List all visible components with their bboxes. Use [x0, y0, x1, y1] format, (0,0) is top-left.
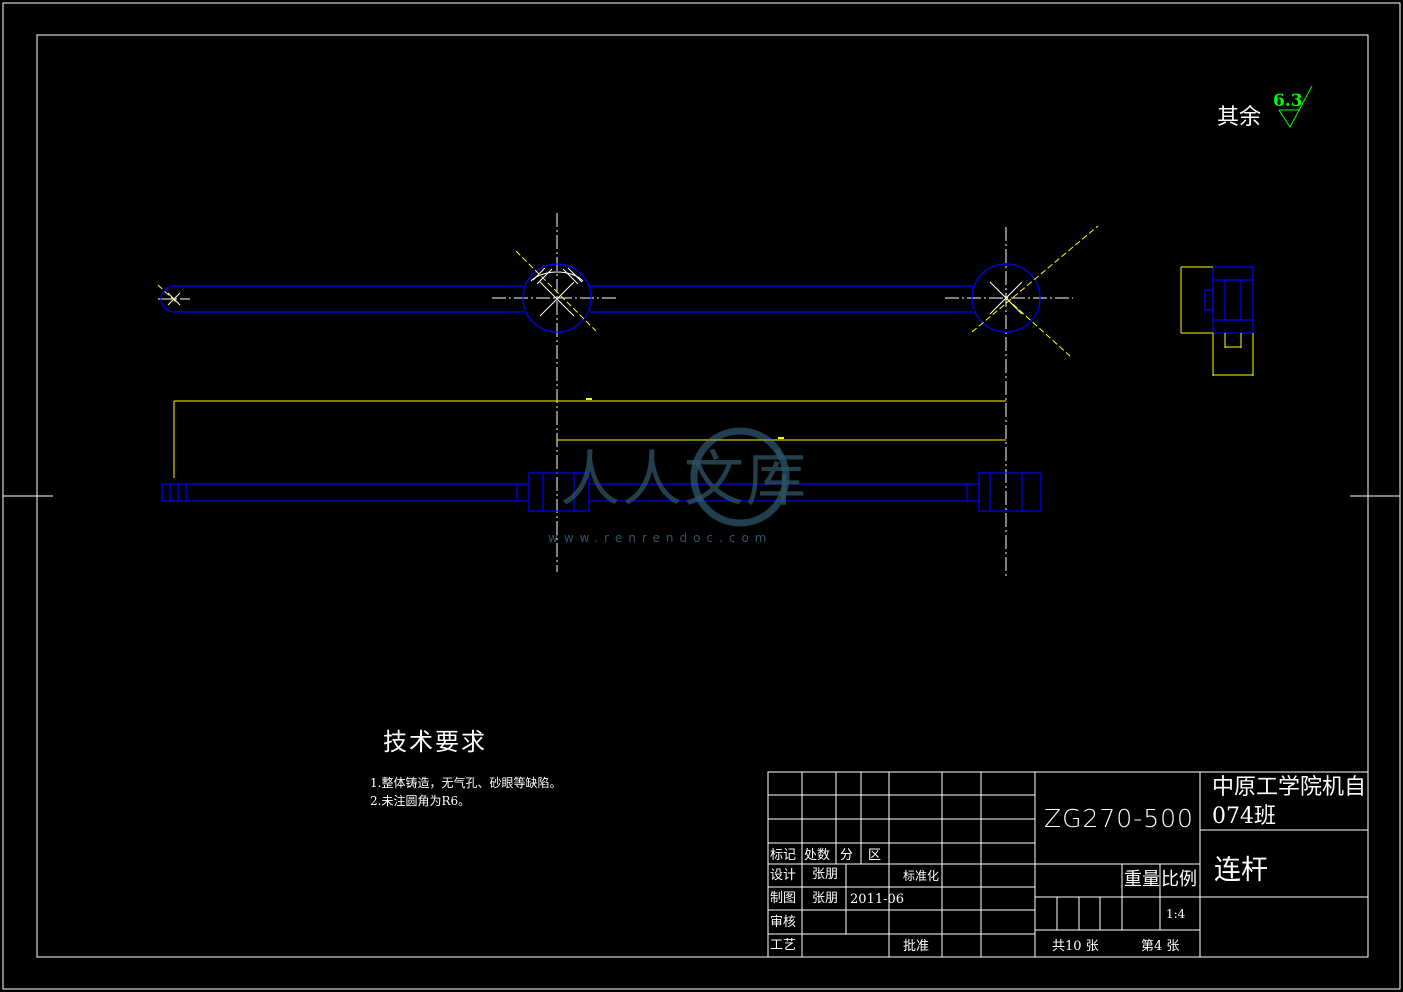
tb-material: ZG270-500	[1044, 804, 1194, 833]
title-block	[767, 771, 1369, 958]
tb-design-name: 张朋	[812, 867, 839, 882]
tb-sheets-total: 共10 张	[1052, 939, 1099, 954]
tb-school-line2: 074班	[1212, 804, 1276, 829]
roughness-symbol	[1278, 85, 1313, 128]
tb-design-label: 设计	[770, 868, 797, 883]
tb-review-label: 审核	[770, 915, 797, 930]
dimension-lines	[173, 398, 1006, 478]
tb-draw-name: 张朋	[812, 891, 839, 906]
tb-weight-label: 重量	[1124, 869, 1160, 890]
tb-label-mark: 标记	[770, 848, 797, 863]
tb-label-count: 处数	[804, 848, 831, 863]
tb-approve-label: 批准	[903, 939, 930, 954]
tb-scale-label: 比例	[1161, 869, 1197, 890]
tb-sheet-number: 第4 张	[1141, 939, 1180, 954]
tb-standard-label: 标准化	[903, 869, 940, 883]
front-view	[157, 213, 1099, 578]
side-view	[1180, 266, 1254, 376]
tb-process-label: 工艺	[770, 938, 797, 953]
tb-label-part: 分	[840, 848, 854, 863]
watermark-text: 人人文库	[560, 445, 808, 515]
tb-part-name: 连杆	[1214, 855, 1268, 886]
tb-label-zone: 区	[868, 848, 882, 863]
tech-requirement-item: 1.整体铸造，无气孔、砂眼等缺陷。	[370, 776, 562, 790]
tb-school-line1: 中原工学院机自	[1212, 775, 1367, 800]
tb-draw-date: 2011-06	[850, 892, 905, 907]
tb-draw-label: 制图	[770, 891, 797, 906]
watermark-url: www.renrendoc.com	[548, 531, 773, 545]
tech-requirement-item: 2.未注圆角为R6。	[370, 794, 471, 808]
roughness-prefix: 其余	[1217, 105, 1262, 130]
bottom-view	[161, 472, 1042, 512]
roughness-value: 6.3	[1273, 91, 1303, 111]
tech-requirements-title: 技术要求	[383, 728, 487, 756]
watermark-logo	[690, 427, 790, 527]
tb-scale-value: 1:4	[1166, 907, 1186, 921]
